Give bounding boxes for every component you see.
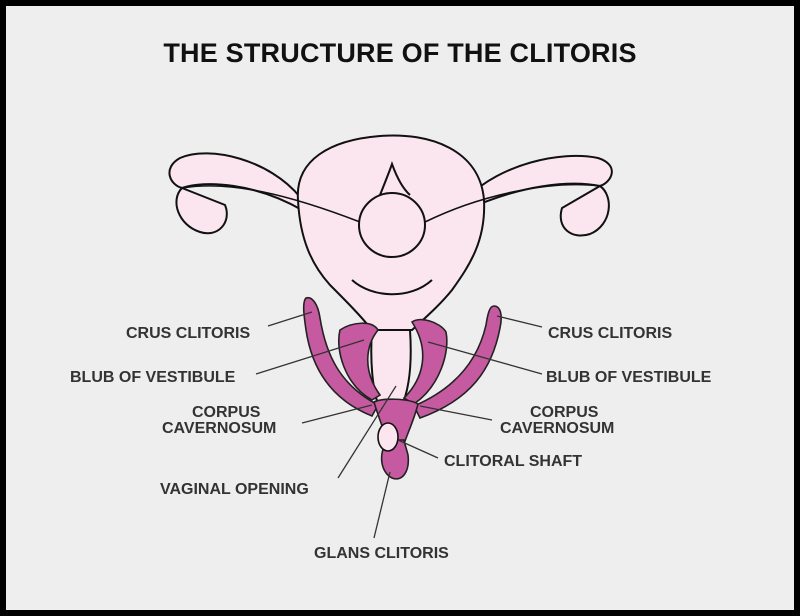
label-vaginal-opening: VAGINAL OPENING	[160, 481, 309, 498]
uterine-cavity	[379, 160, 411, 196]
leader-left-bulb	[255, 339, 365, 375]
leader-right-bulb	[427, 341, 543, 375]
cervix-curve	[351, 279, 433, 296]
clitoris-group	[302, 296, 502, 480]
diagram-title: THE STRUCTURE OF THE CLITORIS	[163, 38, 637, 68]
label-left-corpus-line2: CAVERNOSUM	[162, 420, 276, 437]
label-clitoral-shaft: CLITORAL SHAFT	[444, 453, 582, 470]
right-tube-inner	[424, 183, 601, 223]
leader-left-corpus	[301, 404, 373, 424]
label-right-crus: CRUS CLITORIS	[548, 325, 672, 342]
right-ovary-tube-end	[559, 184, 610, 237]
labels: CRUS CLITORIS BLUB OF VESTIBULE CORPUS C…	[70, 325, 712, 562]
left-tube-inner	[181, 185, 361, 223]
leader-glans	[373, 471, 391, 539]
uterus-group	[168, 134, 613, 411]
label-left-corpus-line1: CORPUS	[192, 404, 261, 421]
label-glans: GLANS CLITORIS	[314, 545, 449, 562]
left-ovary-tube-end	[175, 186, 228, 235]
label-right-bulb: BLUB OF VESTIBULE	[546, 369, 712, 386]
label-left-crus: CRUS CLITORIS	[126, 325, 250, 342]
label-right-corpus-line1: CORPUS	[530, 404, 599, 421]
leader-clitoral-shaft	[397, 439, 439, 459]
label-right-corpus-line2: CAVERNOSUM	[500, 420, 614, 437]
cervix-oval	[358, 192, 426, 258]
leader-right-corpus	[419, 405, 493, 421]
right-bulb-of-vestibule	[402, 318, 448, 405]
vaginal-opening-shape	[377, 422, 399, 452]
leader-left-crus	[267, 311, 313, 327]
label-left-bulb: BLUB OF VESTIBULE	[70, 369, 236, 386]
left-bulb-of-vestibule	[338, 322, 382, 401]
leader-right-crus	[496, 315, 543, 328]
leader-vaginal-opening	[337, 385, 397, 479]
leader-lines	[255, 311, 543, 539]
left-crus	[302, 296, 380, 418]
